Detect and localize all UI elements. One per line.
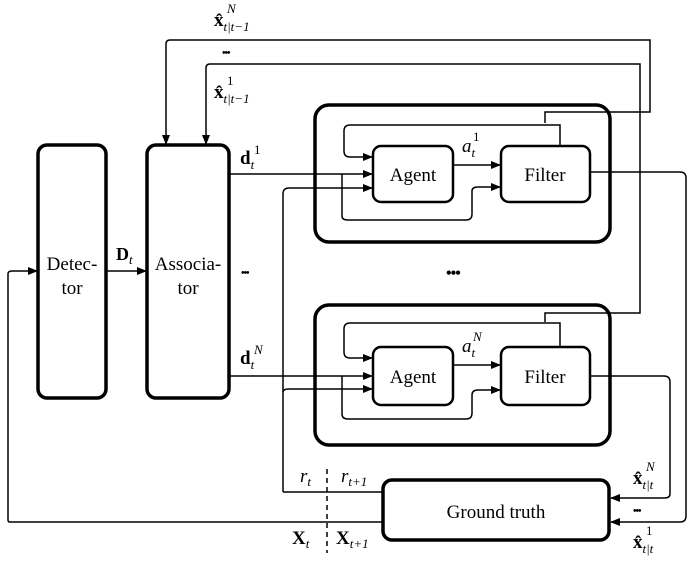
label-d1: dt xyxy=(240,148,255,172)
loop-top-N xyxy=(343,322,561,362)
loop-top-1 xyxy=(343,124,561,161)
label-xhat-filt-N-sup: N xyxy=(645,459,656,474)
label-a1: at xyxy=(462,136,476,160)
ground-truth-block xyxy=(381,478,611,542)
label-xhat-pred-1: x̂t|t−1 xyxy=(214,82,250,106)
filter-label-1: Filter xyxy=(524,165,566,186)
arrow-groundtruth-to-detector xyxy=(7,267,383,523)
ellipsis-feedback: ••• xyxy=(222,48,231,59)
agent-label-1: Agent xyxy=(390,165,437,186)
label-X-t: Xt xyxy=(292,528,310,551)
label-X-t1: Xt+1 xyxy=(336,528,369,551)
agent-label-N: Agent xyxy=(390,367,437,388)
arrow-pred-N-to-associator xyxy=(162,39,651,145)
arrow-r-to-agent-1 xyxy=(282,184,373,492)
associator-label-1: Associa- xyxy=(155,254,221,275)
arrow-filter1-to-groundtruth xyxy=(590,171,687,526)
label-xhat-pred-1-sup: 1 xyxy=(227,73,234,88)
label-xhat-filt-N: x̂t|t xyxy=(633,468,654,492)
label-d1-sup: 1 xyxy=(254,142,261,157)
label-r-t: rt xyxy=(300,466,311,489)
agent-filter-group-N xyxy=(313,303,612,447)
arrow-d1-to-filter xyxy=(341,174,501,221)
label-aN-sup: N xyxy=(472,329,483,344)
detector-label-1: Detec- xyxy=(47,254,98,275)
label-dN: dt xyxy=(240,348,255,372)
label-a1-sup: 1 xyxy=(473,129,480,144)
filter-label-N: Filter xyxy=(524,367,566,388)
ground-truth-label: Ground truth xyxy=(447,502,546,523)
label-xhat-filt-1: x̂t|t xyxy=(633,532,654,556)
associator-block xyxy=(145,143,231,400)
arrow-pred-1-to-associator xyxy=(202,63,641,322)
label-dN-sup: N xyxy=(253,342,264,357)
agent-block-N xyxy=(371,345,455,407)
label-xhat-pred-N: x̂t|t−1 xyxy=(214,10,250,34)
arrow-r-to-agent-N xyxy=(282,385,373,393)
label-xhat-filt-1-sup: 1 xyxy=(646,523,653,538)
ellipsis-detections: ••• xyxy=(241,268,250,279)
label-xhat-pred-N-sup: N xyxy=(226,1,237,16)
ellipsis-filtered: ••• xyxy=(633,506,642,517)
arrow-filterN-to-groundtruth xyxy=(590,375,671,502)
agent-block-1 xyxy=(371,144,455,204)
associator-label-2: tor xyxy=(177,278,199,299)
detector-label-2: tor xyxy=(61,278,83,299)
arrow-dN-to-filter xyxy=(341,376,501,420)
label-aN: at xyxy=(462,336,476,360)
ellipsis-groups: ••• xyxy=(446,265,460,282)
filter-block-1 xyxy=(499,144,592,204)
label-D-t: Dt xyxy=(116,244,133,267)
label-r-t1: rt+1 xyxy=(341,466,367,489)
